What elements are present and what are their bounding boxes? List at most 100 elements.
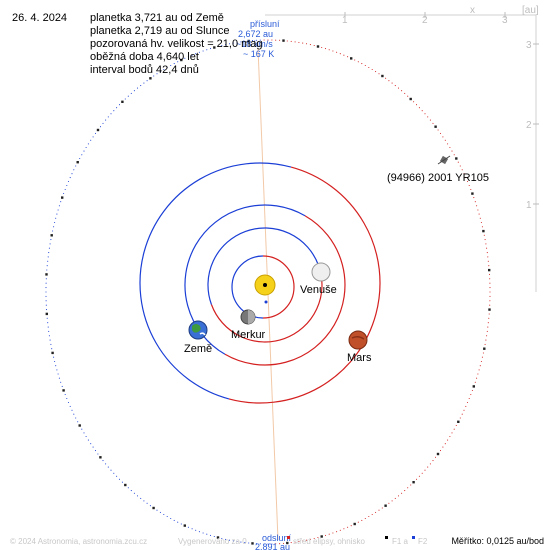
earth-planet: [188, 320, 208, 340]
orbit-dot: [81, 154, 83, 156]
orbit-dot: [259, 543, 261, 545]
orbit-dot: [130, 92, 132, 94]
position-marker: [45, 312, 48, 316]
orbit-dot: [477, 373, 479, 375]
orbit-dot: [404, 490, 406, 492]
orbit-dot: [489, 278, 491, 280]
orbit-dot: [489, 304, 491, 306]
position-marker: [488, 268, 491, 272]
position-marker: [455, 157, 458, 160]
orbit-dot: [66, 397, 68, 400]
orbit-dot: [251, 40, 254, 42]
orbit-dot: [47, 256, 49, 258]
orbit-dot: [83, 150, 85, 152]
legend-f2-marker: [412, 536, 415, 539]
orbit-dot: [48, 252, 50, 254]
orbit-dot: [209, 534, 212, 536]
orbit-dot: [486, 247, 488, 249]
orbit-dot: [401, 492, 403, 494]
position-marker: [76, 161, 79, 164]
orbit-dot: [397, 87, 400, 89]
orbit-dot: [476, 205, 478, 207]
orbit-dot: [484, 343, 486, 345]
orbit-dot: [449, 146, 451, 149]
orbit-dot: [99, 126, 102, 128]
orbit-dot: [110, 469, 112, 471]
aphelion-annotation: odsluní 2,891 au: [255, 533, 292, 550]
orbit-dot: [401, 90, 403, 92]
orbit-dot: [487, 326, 489, 328]
orbit-dot: [487, 322, 489, 324]
position-marker: [213, 46, 216, 49]
orbit-dot: [461, 169, 463, 171]
perihelion-speed: ~18 km/s: [236, 39, 273, 49]
orbit-dot: [77, 421, 79, 423]
orbit-dot: [159, 511, 161, 513]
orbit-dot: [46, 265, 48, 267]
mars-label: Mars: [347, 352, 372, 364]
mercury-label: Merkur: [231, 329, 266, 341]
orbit-dot: [187, 56, 189, 58]
orbit-dot: [378, 509, 380, 511]
orbit-dot: [478, 213, 480, 215]
orbit-dot: [453, 428, 455, 430]
orbit-dot: [45, 287, 47, 289]
orbit-dot: [153, 75, 155, 77]
orbit-dot: [468, 184, 470, 187]
orbit-dot: [480, 360, 482, 363]
orbit-dot: [484, 239, 486, 241]
position-marker: [99, 456, 102, 459]
generated-text: Vygenerováno za 0: [178, 537, 247, 546]
mars-planet: [348, 330, 368, 350]
position-marker: [180, 58, 183, 62]
x-tick-2: 2: [422, 15, 428, 26]
axis-unit: [au]: [522, 5, 539, 16]
orbit-dot: [381, 507, 383, 509]
orbit-dot: [432, 122, 434, 124]
orbit-dot: [421, 472, 423, 474]
orbit-dot: [429, 463, 431, 465]
x-tick-1: 1: [342, 15, 348, 26]
orbit-dot: [305, 43, 308, 45]
orbit-dot: [294, 41, 296, 43]
orbit-dot: [83, 432, 85, 434]
orbit-dot: [146, 502, 148, 504]
orbit-dot: [75, 417, 77, 419]
orbit-dot: [397, 495, 400, 497]
venus-label: Venuše: [300, 284, 337, 296]
orbit-dot: [263, 39, 265, 41]
orbit-dot: [371, 513, 373, 516]
orbit-dot: [221, 44, 223, 47]
orbit-dot: [67, 180, 70, 183]
orbit-dot: [92, 446, 94, 448]
orbit-dot: [195, 53, 197, 55]
asteroid-label: (94966) 2001 YR105: [387, 172, 489, 184]
orbit-dot: [58, 205, 60, 207]
orbit-dot: [163, 513, 165, 516]
orbit-dot: [140, 85, 142, 87]
mercury-planet: [240, 309, 256, 325]
orbit-dot: [485, 243, 487, 245]
venus-planet: [311, 262, 331, 282]
orbit-dot: [415, 478, 418, 480]
orbit-dot: [309, 538, 311, 540]
orbit-dot: [50, 239, 52, 241]
orbit-dot: [468, 397, 470, 400]
orbit-dot: [45, 309, 48, 311]
orbit-dot: [173, 519, 175, 521]
orbit-dot: [73, 169, 75, 171]
orbit-dot: [473, 197, 475, 199]
orbit-dot: [90, 443, 92, 445]
orbit-dot: [49, 339, 51, 341]
orbit-dot: [87, 143, 89, 145]
orbit-dot: [85, 435, 87, 438]
orbit-dot: [146, 80, 148, 82]
orbit-dot: [47, 326, 49, 328]
orbit-dot: [66, 184, 68, 187]
orbit-dot: [457, 161, 459, 163]
x-tick-3: 3: [502, 15, 508, 26]
y-tick-1: 1: [526, 200, 532, 211]
position-marker: [471, 192, 474, 195]
orbit-dot: [225, 44, 227, 46]
orbit-dot: [170, 517, 172, 520]
